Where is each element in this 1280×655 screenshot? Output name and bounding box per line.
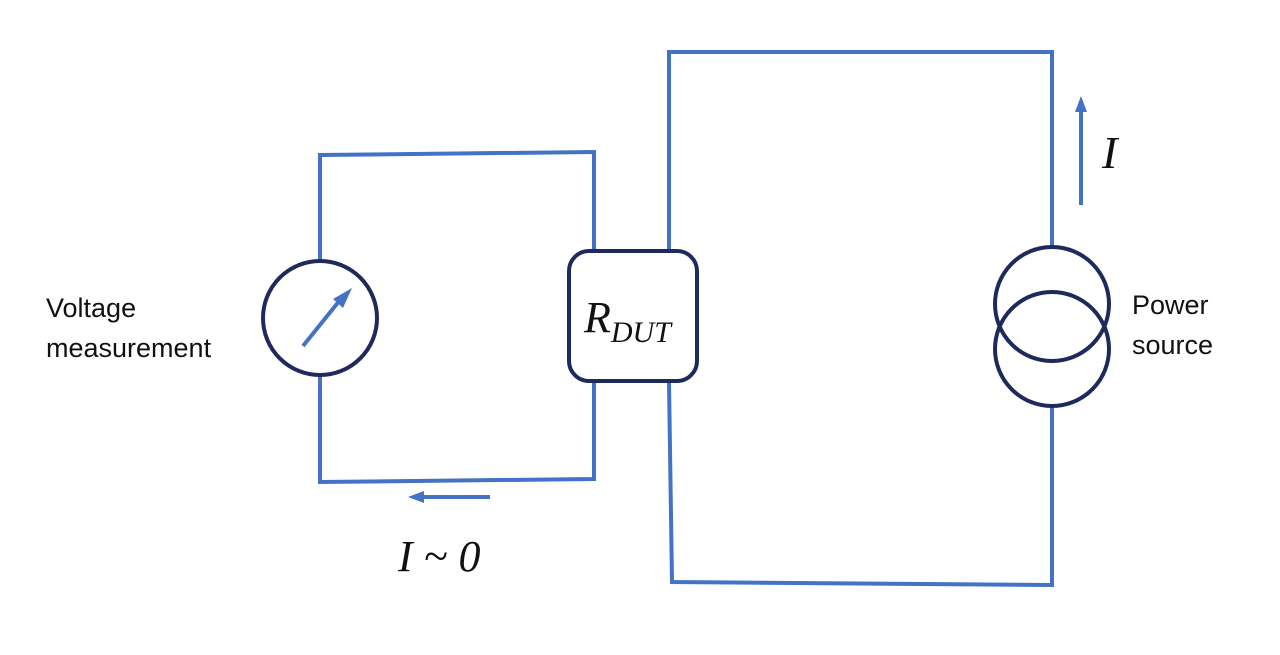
current-source-icon (993, 245, 1111, 408)
meter-needle-icon (301, 288, 352, 348)
power-source-label: Power source (1132, 290, 1216, 360)
current-direction-up-arrow (1075, 96, 1087, 205)
voltmeter-loop-bottom-wire (318, 372, 596, 485)
resistor-label: RDUT (583, 293, 673, 349)
voltage-measurement-label: Voltage measurement (46, 293, 212, 363)
voltage-label-line2: measurement (46, 333, 212, 363)
current-source-lower-ring (993, 290, 1111, 408)
voltmeter-loop-top-wire (318, 149, 596, 264)
source-current-label: I (1101, 127, 1120, 178)
resistor-dut: RDUT (567, 249, 699, 383)
power-label-line1: Power (1132, 290, 1209, 320)
power-loop-top-wire (667, 50, 1054, 252)
resistor-main-label: R (583, 293, 611, 342)
power-label-line2: source (1132, 330, 1213, 360)
measurement-current-label: I ~ 0 (397, 532, 480, 581)
current-source-upper-ring (993, 245, 1111, 363)
resistor-box (567, 249, 699, 383)
voltage-label-line1: Voltage (46, 293, 136, 323)
resistor-subscript-label: DUT (610, 316, 673, 349)
power-loop-bottom-wire (666, 379, 1054, 588)
voltmeter-circle (261, 259, 379, 377)
current-direction-left-arrow (408, 491, 490, 503)
voltmeter (261, 259, 379, 377)
